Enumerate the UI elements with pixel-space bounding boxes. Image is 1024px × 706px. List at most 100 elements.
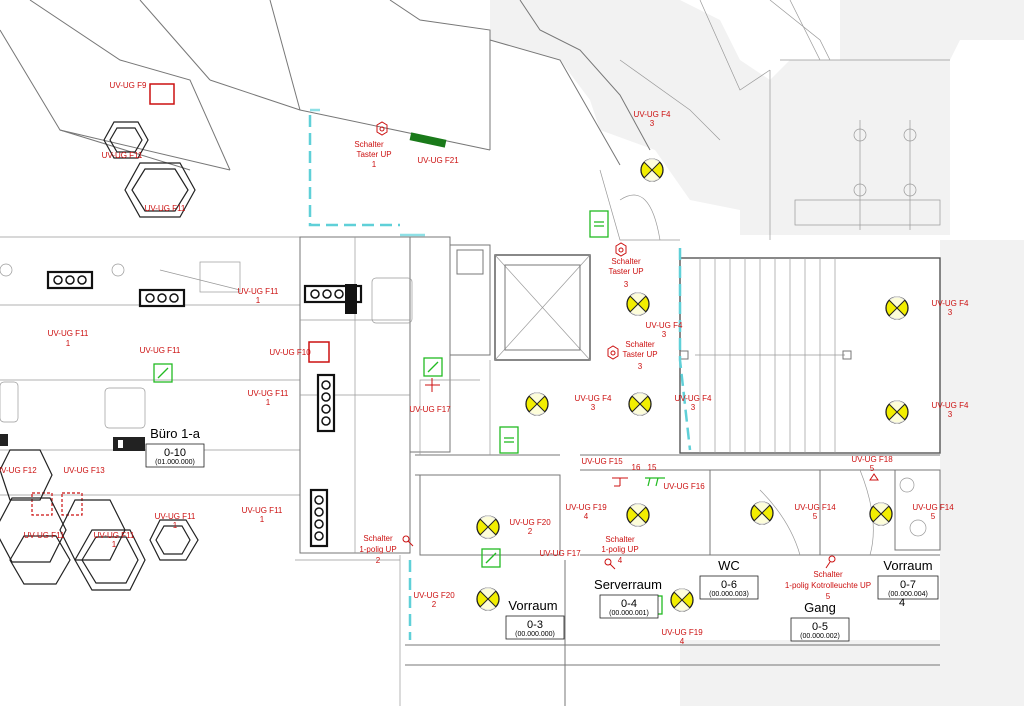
luminaire-row-icon <box>309 488 329 548</box>
label-f14-b: UV-UG F14 <box>912 503 954 512</box>
label-taster-2-num: 3 <box>624 280 629 289</box>
room-code: (00.000.003) <box>709 591 749 598</box>
label-f15: UV-UG F15 <box>581 457 623 466</box>
label-schalter-2: Schalter <box>611 257 641 266</box>
luminaire-row-icon <box>46 270 94 290</box>
label-f14-b-num: 5 <box>931 512 936 521</box>
ceiling-lamp-icon <box>626 503 650 527</box>
label-schalter-6: Schalter <box>813 570 843 579</box>
label-f4-1-num: 3 <box>650 119 655 128</box>
annotations: UV-UG F9 UV-UG F11 UV-UG F11 UV-UG F11 1… <box>0 81 969 646</box>
row-end-cap <box>345 284 357 314</box>
label-f11-row4: UV-UG F11 <box>248 389 289 398</box>
room-name: Vorraum <box>508 598 557 613</box>
box-f13 <box>61 492 83 516</box>
label-f10: UV-UG F10 <box>269 348 311 357</box>
label-f21: UV-UG F21 <box>417 156 459 165</box>
distribution-panel-icon <box>499 210 609 454</box>
room-stamp-gang: Gang 0-5 (00.000.002) <box>790 600 850 642</box>
label-schalter-1: Schalter <box>354 140 384 149</box>
label-taster-3-num: 3 <box>638 362 643 371</box>
ceiling-lamp-icon <box>869 502 893 526</box>
label-kontroll-6: 1-polig Kotrolleuchte UP <box>785 581 871 590</box>
room-stamp-serverraum: Serverraum 0-4 (00.000.001) <box>594 577 662 619</box>
room-stamp-buero: Büro 1-a 0-10 (01.000.000) <box>145 426 205 468</box>
room-number: 0-4 <box>621 598 637 610</box>
label-f20-a: UV-UG F20 <box>509 518 551 527</box>
room-number: 0-3 <box>527 619 543 631</box>
walls <box>0 0 950 706</box>
label-f4-4: UV-UG F4 <box>675 394 712 403</box>
label-f9: UV-UG F9 <box>110 81 147 90</box>
label-f11-row2: UV-UG F11 <box>140 346 181 355</box>
label-f4-3-num: 3 <box>591 403 596 412</box>
label-f4-4-num: 3 <box>691 403 696 412</box>
label-f11-hex5: UV-UG F11 <box>155 512 196 521</box>
room-number: 0-5 <box>812 621 828 633</box>
luminaire-row-icon <box>138 288 186 308</box>
cyan-boundaries <box>308 108 692 640</box>
label-taster-2: Taster UP <box>608 267 643 276</box>
push-button-icon <box>376 121 627 360</box>
label-schalter-5: Schalter <box>605 535 635 544</box>
room-stamp-vorraum-2: Vorraum 0-7 (00.000.004) 4 <box>877 558 939 609</box>
room-code: (00.000.004) <box>888 591 928 598</box>
room-code: (00.000.000) <box>515 631 555 638</box>
ceiling-lamp-icon <box>476 515 500 539</box>
room-code: (00.000.001) <box>609 610 649 617</box>
label-einpolig-5: 1-polig UP <box>601 545 638 554</box>
stair-treads <box>699 258 836 453</box>
label-kontroll-6-num: 5 <box>826 592 831 601</box>
label-einpolig-4: 1-polig UP <box>359 545 396 554</box>
label-f4-5: UV-UG F4 <box>932 299 969 308</box>
room-stamps: Büro 1-a 0-10 (01.000.000) Vorraum 0-3 (… <box>145 426 939 642</box>
label-f4-6: UV-UG F4 <box>932 401 969 410</box>
label-f20-b-num: 2 <box>432 600 437 609</box>
label-f11-row1-num: 1 <box>66 339 71 348</box>
room-number: 0-10 <box>164 447 186 459</box>
ceiling-lamp-icon <box>885 296 909 320</box>
ceiling-lamp-icon <box>640 158 664 182</box>
luminaire-row-icon <box>316 373 336 433</box>
room-name: Gang <box>804 600 836 615</box>
room-number: 0-7 <box>900 579 916 591</box>
label-f11-hex3: UV-UG F11 <box>24 531 65 540</box>
label-schalter-3: Schalter <box>625 340 655 349</box>
label-f14-a-num: 5 <box>813 512 818 521</box>
label-f4-1: UV-UG F4 <box>634 110 671 119</box>
label-f16: UV-UG F16 <box>663 482 705 491</box>
label-f11-row5-num: 1 <box>260 515 265 524</box>
label-f11-row1: UV-UG F11 <box>48 329 89 338</box>
ceiling-lamp-icon <box>885 400 909 424</box>
label-taster-1-num: 1 <box>372 160 377 169</box>
ceiling-lamp-icon <box>750 501 774 525</box>
label-einpolig-4-num: 2 <box>376 556 381 565</box>
hexagon-lights <box>0 121 199 591</box>
room-code: (00.000.002) <box>800 633 840 640</box>
label-f4-5-num: 3 <box>948 308 953 317</box>
label-f20-a-num: 2 <box>528 527 533 536</box>
label-f18-num: 5 <box>870 464 875 473</box>
label-f11-hex4: UV-UG F11 <box>94 531 135 540</box>
stippled-areas <box>490 0 1024 706</box>
label-f17-b: UV-UG F17 <box>539 549 581 558</box>
luminaire-f21 <box>409 132 447 148</box>
ceiling-lamp-icon <box>525 392 549 416</box>
luminaire-row-icon <box>46 270 363 548</box>
label-f11-row3-num: 1 <box>256 296 261 305</box>
label-schalter-4: Schalter <box>363 534 393 543</box>
floor-box-icon <box>113 437 145 451</box>
label-f18: UV-UG F18 <box>851 455 893 464</box>
switch-group-f16 <box>645 477 665 487</box>
edge-box-icon <box>0 434 8 446</box>
label-f4-2: UV-UG F4 <box>646 321 683 330</box>
label-f19-b-num: 4 <box>680 637 685 646</box>
room-name: Büro 1-a <box>150 426 201 441</box>
label-f20-b: UV-UG F20 <box>413 591 455 600</box>
ceiling-lamp-icon <box>628 392 652 416</box>
devices <box>0 83 879 615</box>
ceiling-lamp-icon <box>476 587 500 611</box>
label-f11-hex5-num: 1 <box>173 521 178 530</box>
label-taster-1: Taster UP <box>356 150 391 159</box>
